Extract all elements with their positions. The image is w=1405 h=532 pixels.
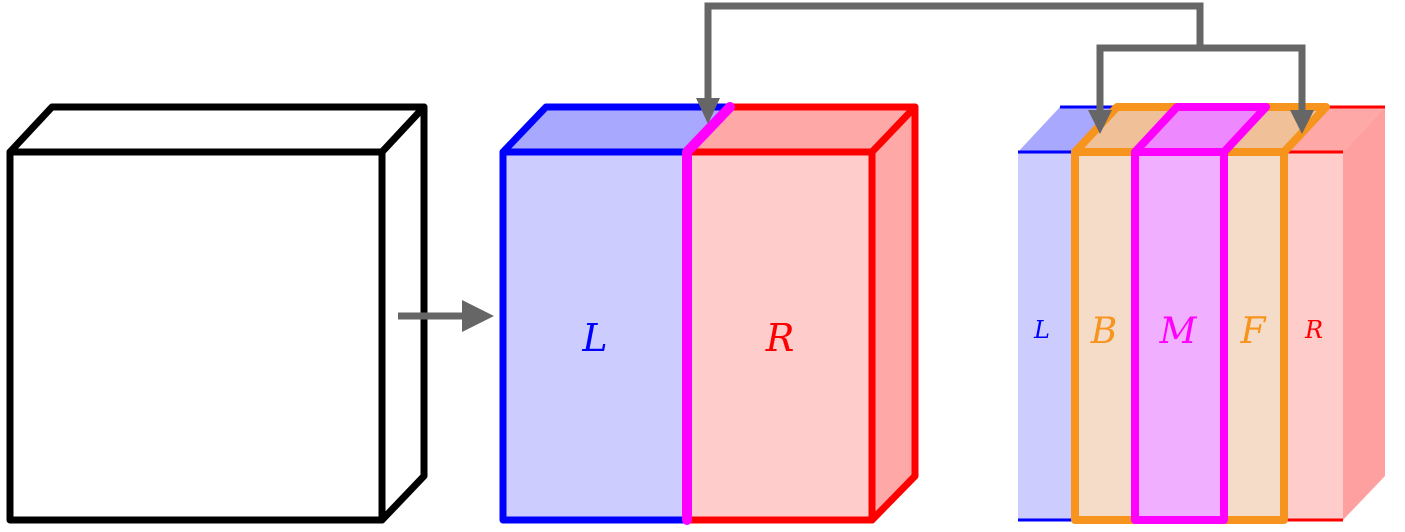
exploded-box — [1018, 103, 1385, 524]
label-middle: M — [1159, 311, 1198, 352]
split-box — [499, 102, 919, 525]
l-slab-front — [1018, 152, 1075, 520]
connector-main-arrowhead — [696, 98, 720, 124]
split-plane — [682, 102, 735, 525]
left-half-front — [499, 148, 691, 524]
label-left-small: L — [1033, 316, 1050, 344]
r-slab-top — [1284, 107, 1385, 152]
split-arrow-head — [462, 300, 494, 332]
r-slab-side — [1343, 107, 1385, 520]
middle-slab-front — [1131, 148, 1228, 524]
label-back: B — [1090, 311, 1117, 352]
label-right: R — [765, 316, 795, 360]
label-front: F — [1240, 311, 1268, 352]
original-cube — [6, 103, 428, 524]
original-cube-top-face — [6, 103, 428, 156]
connector-branch — [1096, 44, 1306, 120]
connector-branch-left-arrowhead — [1088, 110, 1112, 134]
right-half-side — [868, 103, 919, 524]
connector-branch-right-arrowhead — [1290, 110, 1314, 134]
connector-main — [704, 2, 1204, 100]
label-left: L — [581, 316, 607, 360]
label-right-small: R — [1304, 316, 1323, 344]
connector-arrows — [704, 2, 1306, 120]
r-slab-front — [1284, 152, 1343, 520]
split-arrow — [398, 300, 494, 332]
original-cube-front-face — [6, 148, 386, 524]
